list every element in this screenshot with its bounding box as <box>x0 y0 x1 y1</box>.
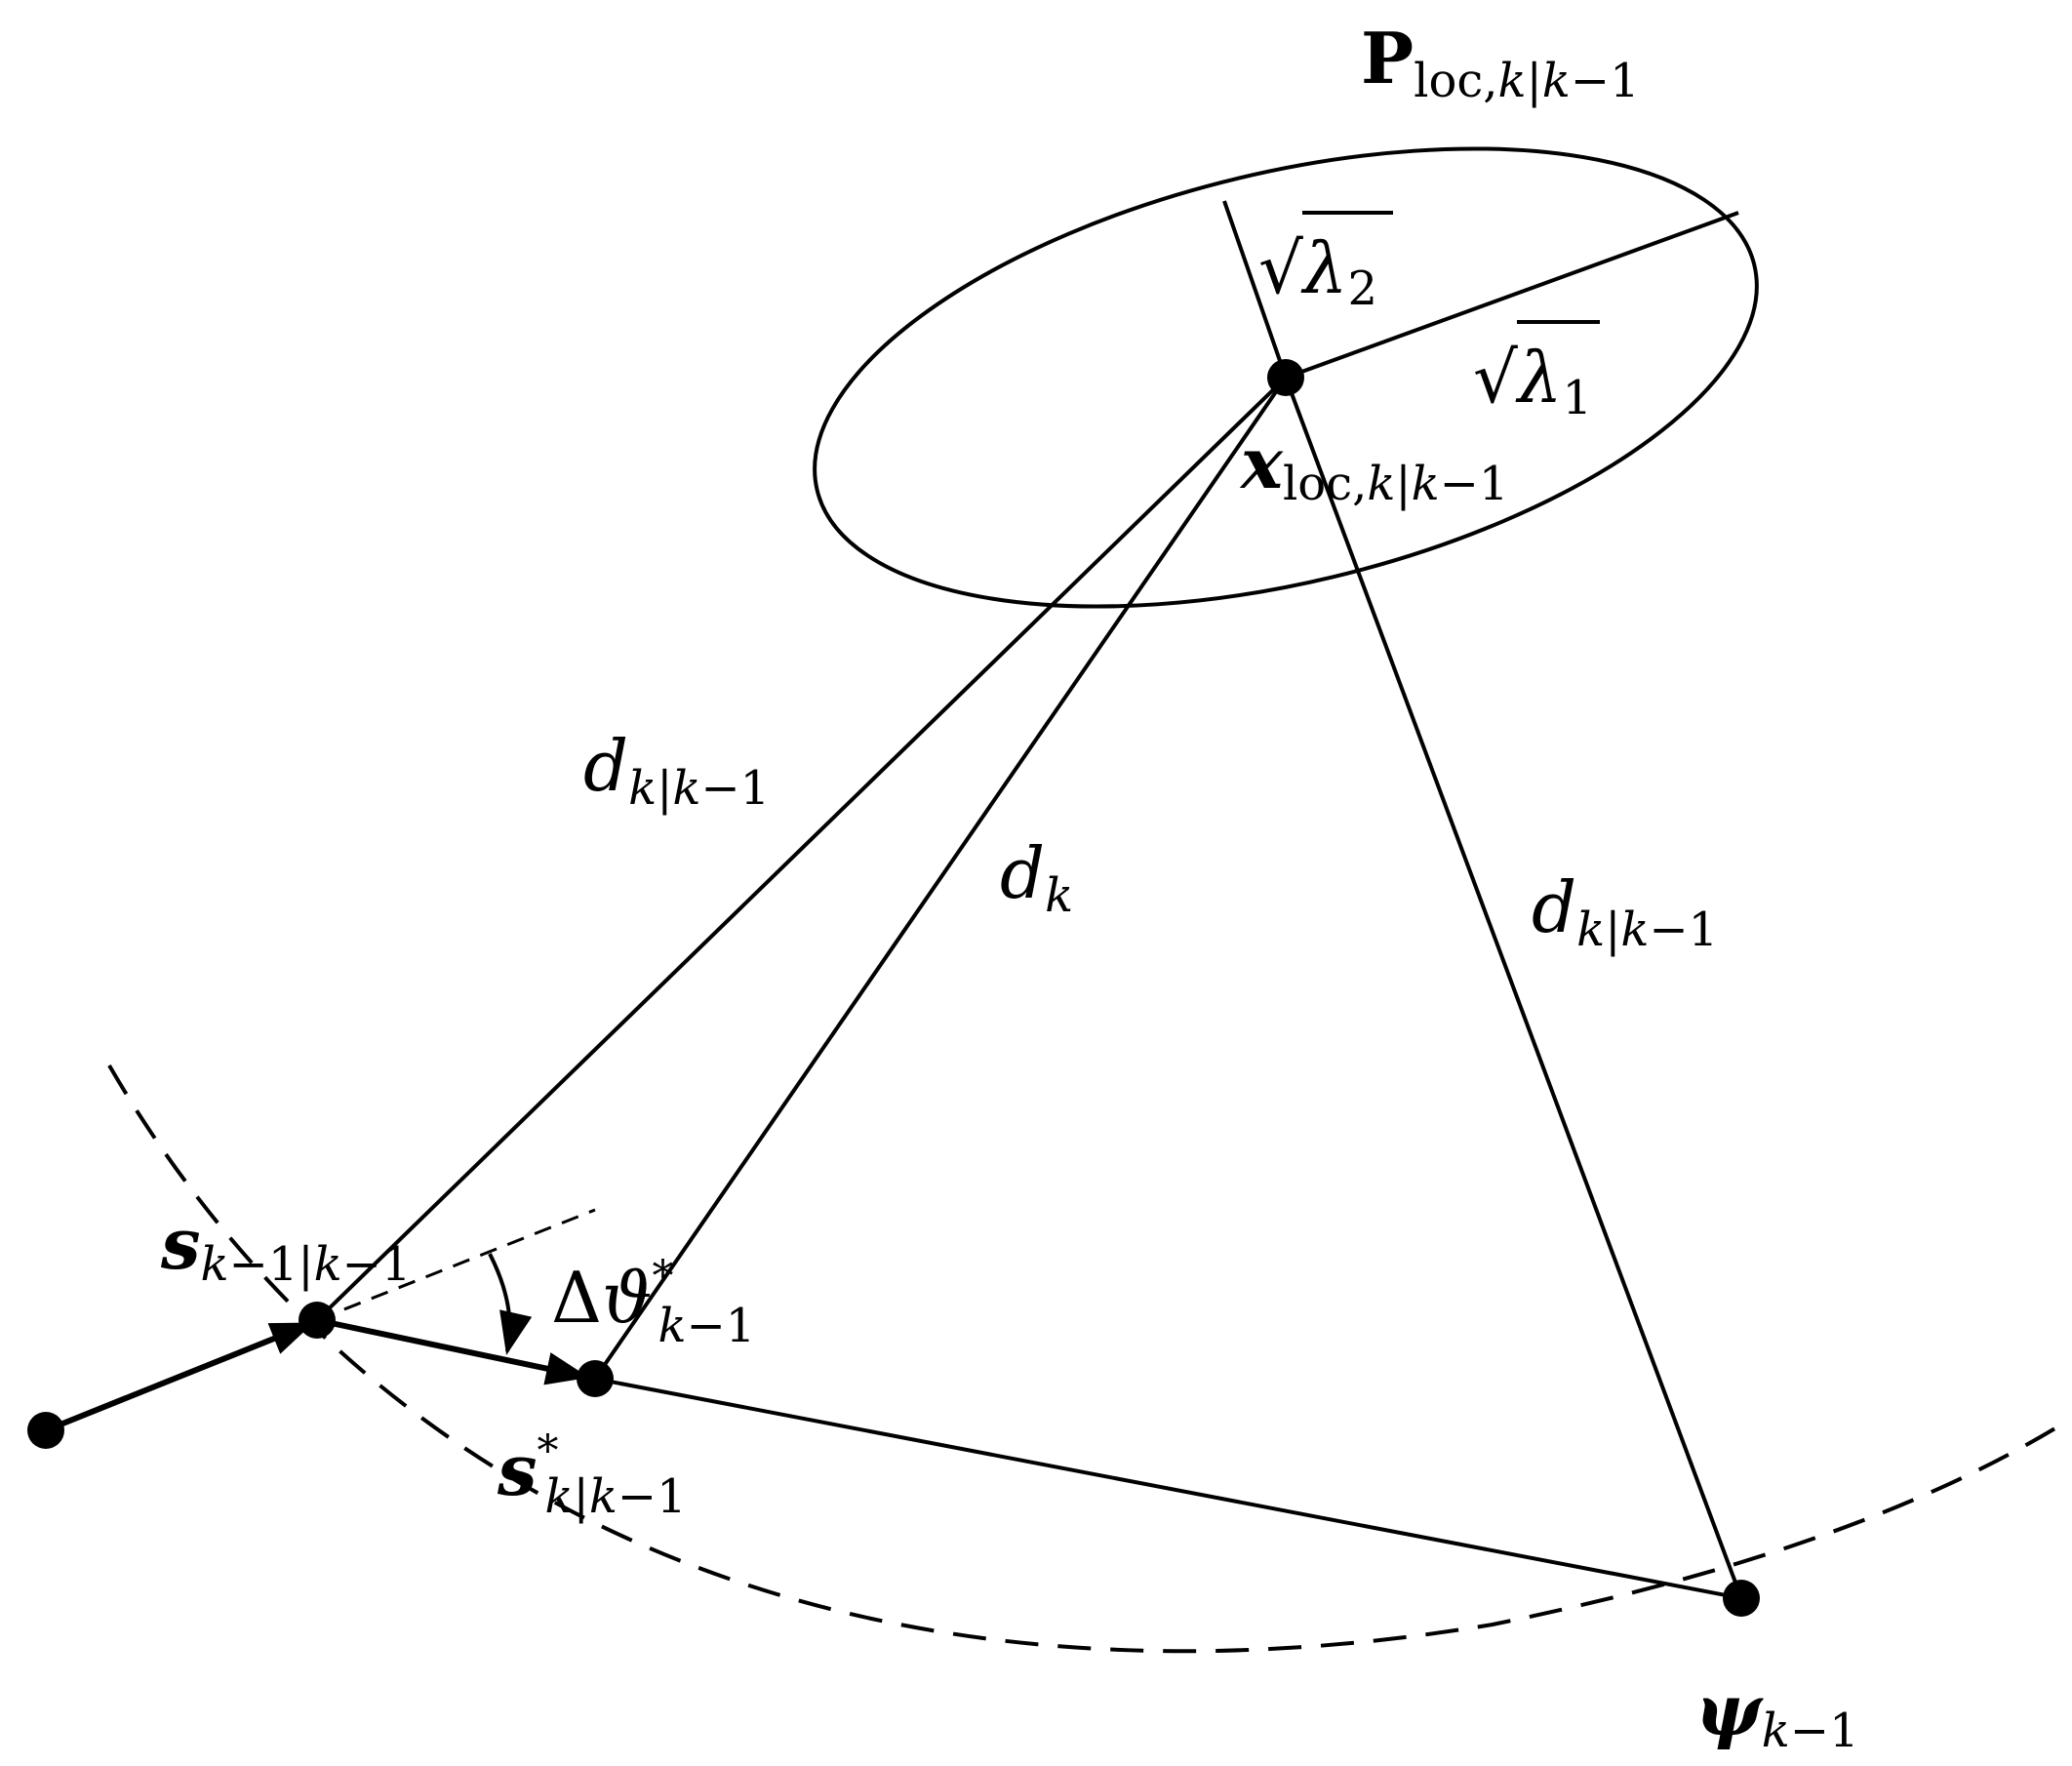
trajectory-arrow-prev <box>44 1321 314 1433</box>
ellipse-minor-semiaxis <box>1222 200 1288 379</box>
label-d-left: dk|k−1 <box>583 725 770 816</box>
point-s-prev <box>299 1302 336 1339</box>
trajectory-arrow-predicted <box>316 1317 589 1385</box>
point-psi <box>1723 1580 1760 1617</box>
label-d-k: dk <box>1000 832 1073 923</box>
label-psi: ψk−1 <box>1695 1668 1859 1758</box>
line-d-prediction-right <box>1284 377 1743 1599</box>
label-s-star: s*k|k−1 <box>497 1426 687 1524</box>
line-d-k <box>593 376 1288 1381</box>
label-sqrt-lambda2: √λ2 <box>1258 227 1377 316</box>
label-d-right: dk|k−1 <box>1532 866 1718 957</box>
line-base <box>594 1377 1742 1600</box>
label-covariance: Ploc,k|k−1 <box>1361 17 1640 108</box>
label-s-prev: sk−1|k−1 <box>160 1202 411 1292</box>
point-x-loc <box>1267 359 1304 396</box>
label-delta-theta: Δϑ*k−1 <box>551 1252 755 1353</box>
angle-arc <box>488 1253 533 1355</box>
line-d-prediction-left <box>315 376 1288 1322</box>
point-s-star <box>577 1360 614 1397</box>
label-x-loc: xloc,k|k−1 <box>1239 421 1508 511</box>
covariance-ellipse <box>813 146 1759 609</box>
ellipse-major-semiaxis <box>1285 211 1739 380</box>
heading-extension-line <box>316 1208 596 1322</box>
dashed-reference-arc <box>107 1064 2060 1654</box>
start-point <box>27 1412 64 1449</box>
label-sqrt-lambda1: √λ1 <box>1473 337 1592 425</box>
